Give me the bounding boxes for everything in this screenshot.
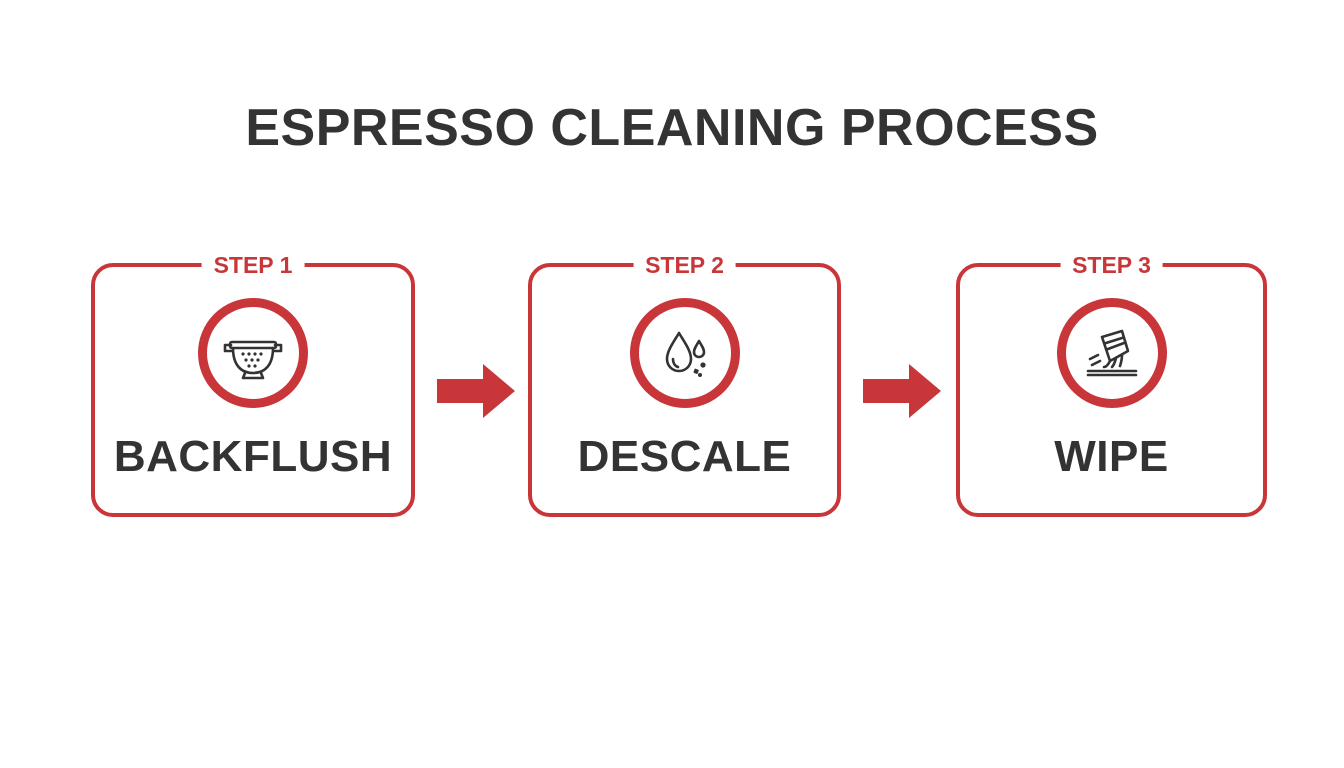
icon-ring [629, 298, 740, 408]
step-card-backflush: STEP 1 BACKFLUSH [91, 251, 415, 517]
step-card-wipe: STEP 3 WIPE [956, 251, 1267, 517]
step-label: STEP 2 [633, 251, 736, 279]
water-drops-icon [665, 331, 706, 377]
step-name: DESCALE [577, 432, 792, 481]
colander-icon [223, 340, 283, 380]
step-label: STEP 1 [201, 251, 305, 279]
page-title: ESPRESSO CLEANING PROCESS [245, 99, 1099, 157]
step-label: STEP 3 [1060, 251, 1163, 279]
icon-ring [1056, 298, 1167, 408]
step-card-descale: STEP 2 DESCALE [528, 251, 841, 517]
arrow-right-icon [437, 364, 515, 418]
step-name: WIPE [1054, 432, 1169, 481]
arrow-right-icon [863, 364, 941, 418]
icon-ring [198, 298, 308, 408]
step-name: BACKFLUSH [113, 432, 393, 481]
wipe-cloth-icon [1086, 329, 1137, 377]
